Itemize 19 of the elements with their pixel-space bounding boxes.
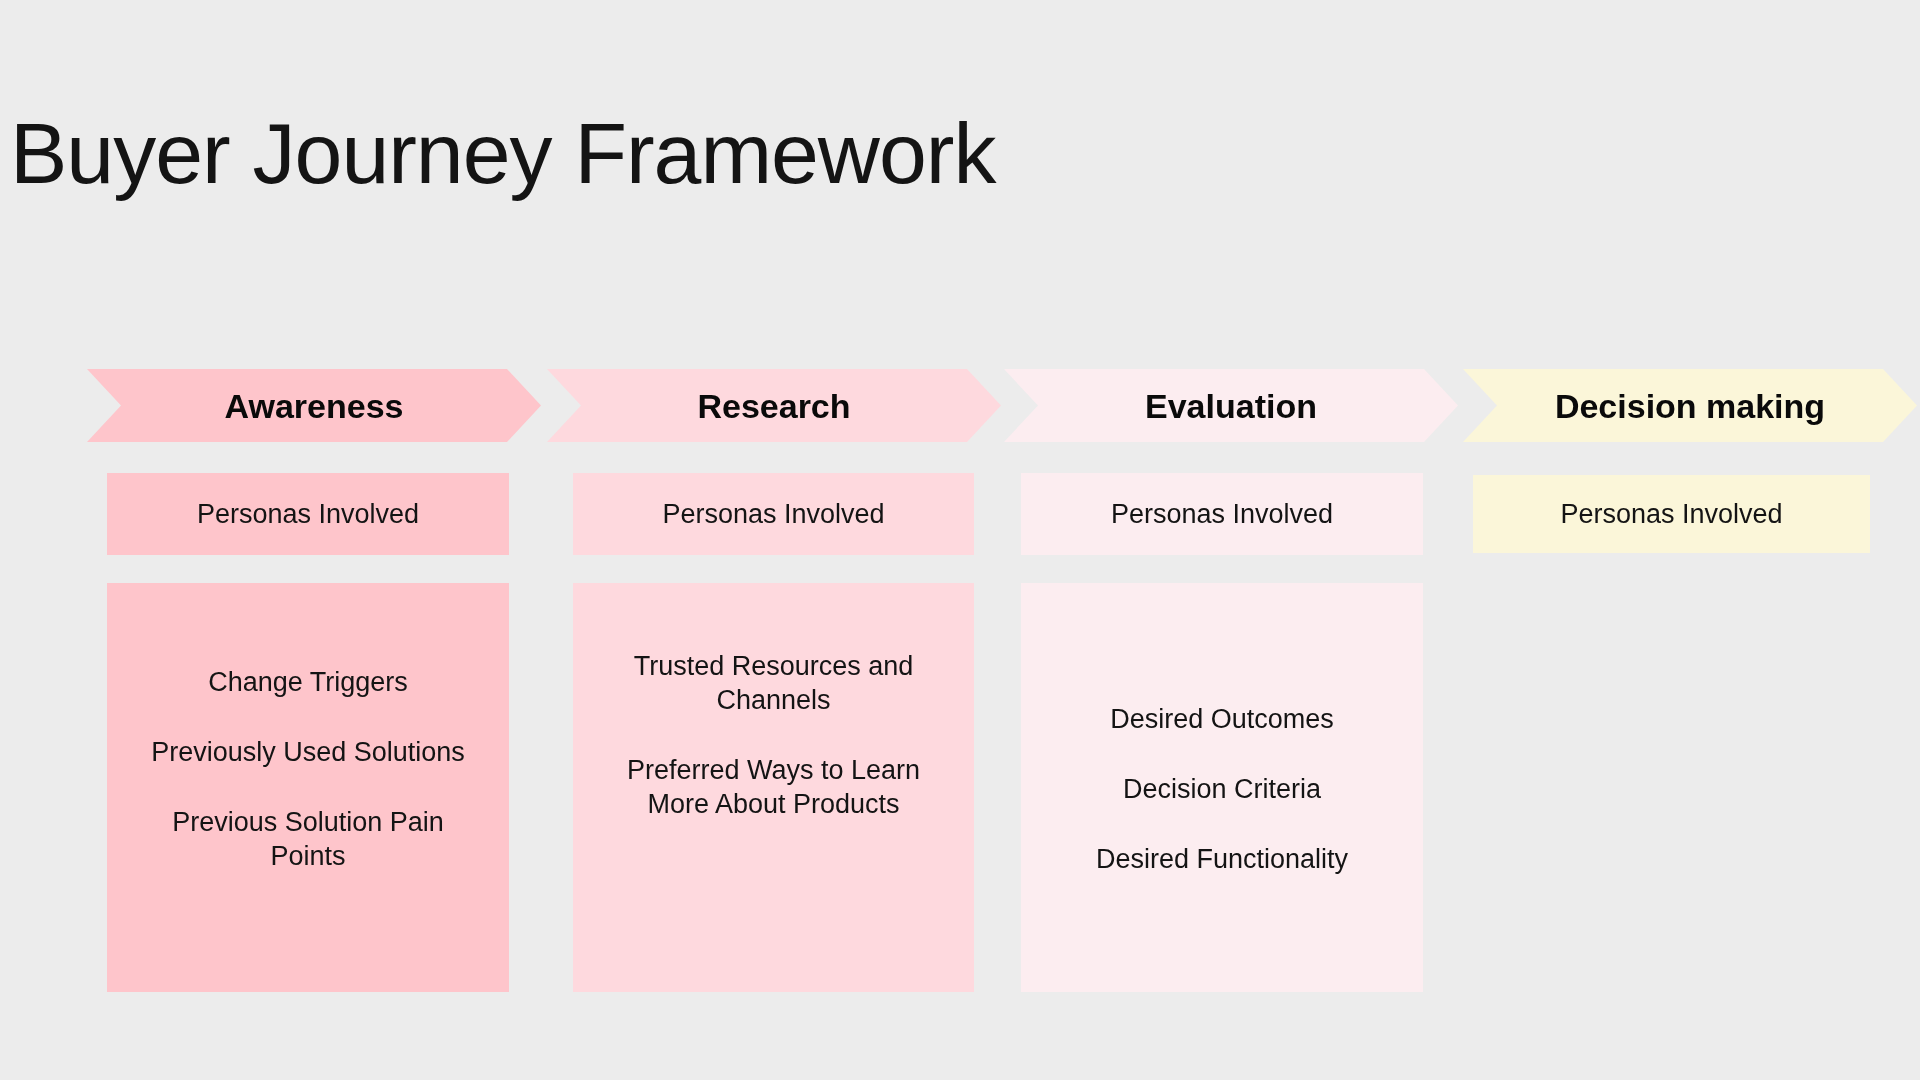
page-title: Buyer Journey Framework <box>10 104 996 203</box>
stage-heading: Decision making <box>1554 386 1826 425</box>
topic-text: Trusted Resources and Channels <box>632 650 915 717</box>
persona-label: Personas Involved <box>196 498 420 530</box>
topic-text: Preferred Ways to Learn More About Products <box>625 754 922 821</box>
topic-text: Previous Solution Pain Points <box>171 806 445 873</box>
stage-heading: Evaluation <box>1145 386 1317 425</box>
persona-label: Personas Involved <box>1560 498 1783 530</box>
topic-text: Desired Outcomes <box>1110 703 1334 736</box>
topic-text: Decision Criteria <box>1122 773 1322 806</box>
persona-label: Personas Involved <box>1110 498 1334 530</box>
stage-heading: Research <box>697 386 851 425</box>
persona-label: Personas Involved <box>662 498 885 530</box>
topic-text: Change Triggers <box>208 666 408 699</box>
persona-panel <box>107 473 509 555</box>
topic-text: Previously Used Solutions <box>151 736 465 769</box>
topic-text: Desired Functionality <box>1095 843 1349 876</box>
stage-heading: Awareness <box>224 386 404 425</box>
content-panel <box>107 583 509 992</box>
